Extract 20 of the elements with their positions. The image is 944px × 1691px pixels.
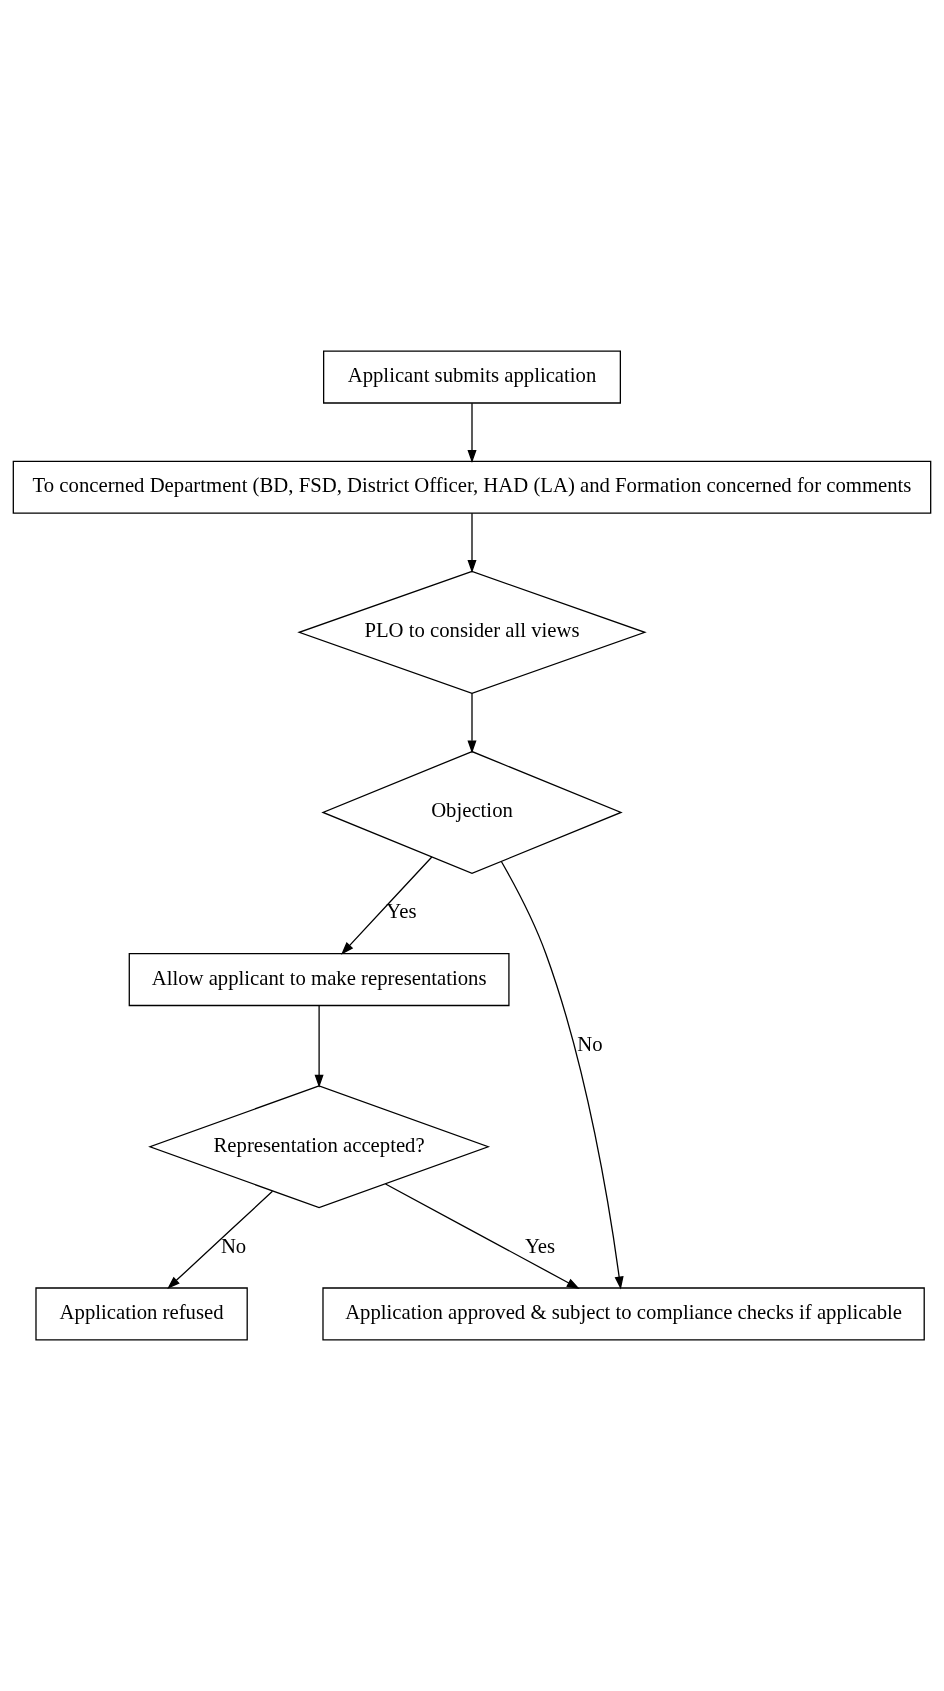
node-box: To concerned Department (BD, FSD, District Officer, HAD (LA) and Formation concerned for comments — [12, 460, 932, 514]
node-diamond: Objection — [321, 750, 623, 875]
node-box: Applicant submits application — [323, 350, 621, 404]
edge-label: No — [220, 1234, 247, 1257]
arrow — [500, 860, 624, 1290]
node-box: Application refused — [35, 1287, 248, 1341]
edge-label: No — [577, 1032, 603, 1055]
arrow — [167, 1190, 274, 1289]
edge-label: Yes — [524, 1234, 556, 1257]
arrow — [341, 856, 433, 955]
node-box: Application approved & subject to compliance checks if applicable — [322, 1287, 925, 1341]
node-box: Allow applicant to make representations — [128, 953, 510, 1007]
arrow — [467, 512, 477, 573]
arrow — [314, 1004, 324, 1088]
node-diamond: PLO to consider all views — [297, 570, 647, 694]
arrow — [467, 402, 477, 464]
edge-label: Yes — [386, 900, 417, 923]
node-diamond: Representation accepted? — [148, 1085, 491, 1209]
arrow — [384, 1183, 580, 1289]
arrow — [467, 692, 477, 754]
